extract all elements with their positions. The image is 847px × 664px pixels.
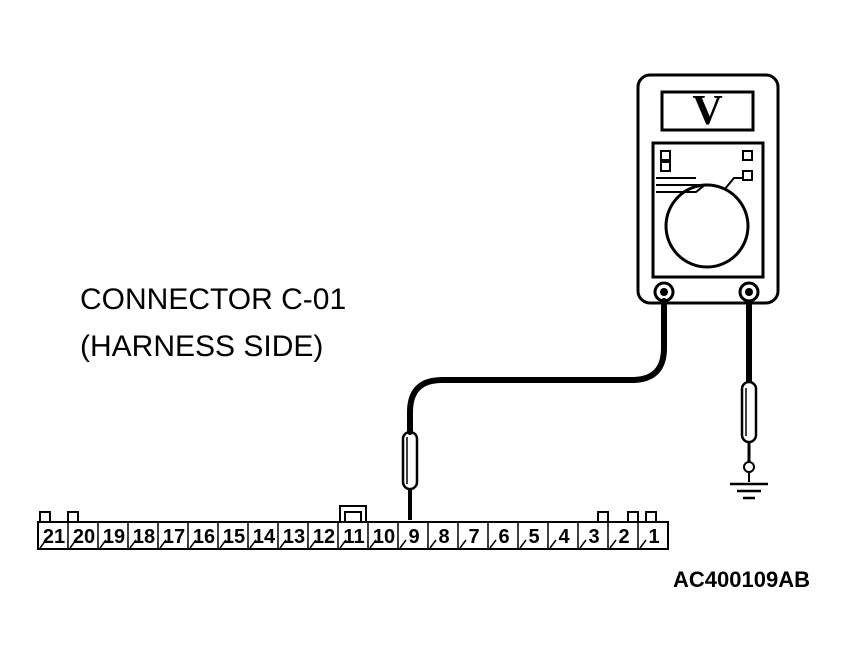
pin-index-mark: [519, 539, 527, 549]
pin-index-mark: [369, 539, 377, 549]
meter-display-letter: V: [692, 88, 722, 134]
pin-14-label: 14: [253, 526, 276, 548]
pin-21-label: 21: [43, 526, 65, 548]
pin-5-label: 5: [528, 526, 539, 548]
pin-12-label: 12: [313, 526, 335, 548]
pin-index-mark: [429, 539, 437, 549]
pin-20-label: 20: [73, 526, 95, 548]
pin-index-mark: [279, 539, 287, 549]
pin-index-mark: [339, 539, 347, 549]
pin-15-label: 15: [223, 526, 245, 548]
voltmeter-icon: V: [636, 73, 780, 305]
pin-index-mark: [309, 539, 317, 549]
ground-probe-icon: [740, 380, 758, 482]
pin-index-mark: [129, 539, 137, 549]
pin-4-label: 4: [558, 526, 570, 548]
pin-index-mark: [99, 539, 107, 549]
pin-1-label: 1: [648, 526, 659, 548]
pin-7-label: 7: [468, 526, 479, 548]
pin-index-mark: [579, 539, 587, 549]
connector-title-line1: CONNECTOR C-01: [80, 283, 346, 316]
pin-index-mark: [39, 539, 47, 549]
pin-10-label: 10: [373, 526, 395, 548]
pin-index-mark: [249, 539, 257, 549]
pin-index-mark: [189, 539, 197, 549]
pin-index-mark: [549, 539, 557, 549]
ground-icon: [730, 482, 768, 500]
pin-index-mark: [639, 539, 647, 549]
pin-8-label: 8: [438, 526, 449, 548]
pin-19-label: 19: [103, 526, 125, 548]
pin-index-mark: [609, 539, 617, 549]
pin-16-label: 16: [193, 526, 215, 548]
pin-index-mark: [69, 539, 77, 549]
test-probe-icon: [401, 430, 419, 520]
pin-11-label: 11: [343, 526, 364, 548]
pin-6-label: 6: [498, 526, 509, 548]
meter-lead-wire: [407, 298, 667, 435]
pin-18-label: 18: [133, 526, 155, 548]
pin-index-mark: [399, 539, 407, 549]
pin-9-label: 9: [408, 526, 419, 548]
pin-index-mark: [219, 539, 227, 549]
pin-index-mark: [459, 539, 467, 549]
figure-code: AC400109AB: [673, 567, 810, 592]
pin-13-label: 13: [283, 526, 305, 548]
pin-17-label: 17: [163, 526, 185, 548]
connector-title-line2: (HARNESS SIDE): [80, 330, 323, 363]
pin-index-mark: [159, 539, 167, 549]
pin-2-label: 2: [618, 526, 629, 548]
pin-3-label: 3: [588, 526, 599, 548]
pin-index-mark: [489, 539, 497, 549]
